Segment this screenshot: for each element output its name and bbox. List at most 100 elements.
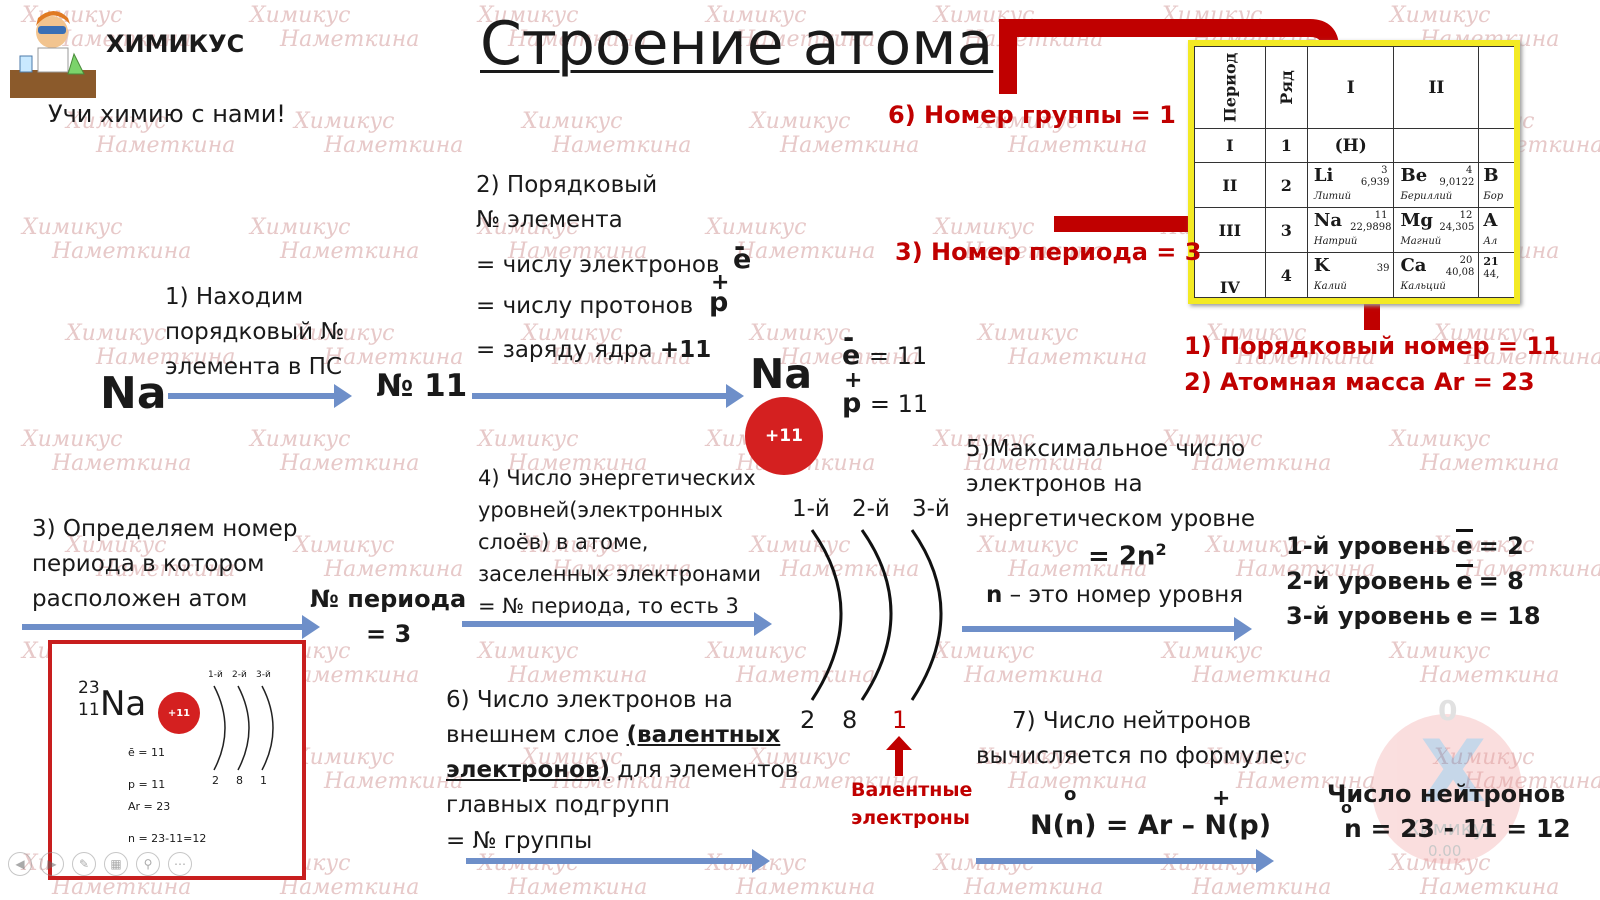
- step2-electrons: = числу электронов: [476, 252, 720, 278]
- watermark-line1: Химикус: [706, 852, 875, 876]
- watermark-line1: Химикус: [250, 215, 351, 240]
- pt-k-sym: K: [1313, 255, 1330, 276]
- neutron-formula: N(n) = Ar – N(p): [1030, 810, 1272, 841]
- watermark-line2: Наметкина: [1008, 557, 1148, 582]
- pt-note-mass: 2) Атомная масса Ar = 23: [1184, 368, 1535, 396]
- summary-level-3: 3-й: [256, 670, 271, 680]
- step2-charge: = заряду ядра +11: [476, 333, 711, 368]
- watermark-line1: Химикус: [1390, 427, 1491, 452]
- pt-head-row: Ряд: [1264, 46, 1308, 129]
- play-icon[interactable]: ▶: [40, 852, 64, 876]
- valence-arrow-icon: [886, 736, 912, 776]
- step5-line3: энергетическом уровне: [966, 506, 1256, 532]
- watermark-line1: Химикус: [294, 745, 395, 770]
- brand-logo: [8, 4, 98, 100]
- watermark-line1: Химикус: [478, 639, 579, 664]
- electron-symbol: e-: [733, 232, 752, 275]
- pt-sc-num: 21: [1483, 255, 1499, 268]
- summary-card: 23 11 Na +11 1-й 2-й 3-й 2 8 1 ē = 11 p …: [48, 640, 306, 880]
- watermark-line1: Химикус: [478, 427, 579, 452]
- pt-ca-num: 20: [1459, 255, 1473, 266]
- step1-line1: 1) Находим: [165, 284, 304, 310]
- summary-e: ē = 11: [128, 746, 165, 759]
- pen-icon[interactable]: ✎: [72, 852, 96, 876]
- step6-line3a: электронов): [446, 757, 611, 783]
- pt-na-num: 11: [1374, 210, 1388, 221]
- element-symbol: Na: [100, 368, 167, 419]
- level-count-1: 2: [800, 706, 816, 734]
- slides-icon[interactable]: ▦: [104, 852, 128, 876]
- watermark-line1: Химикус: [750, 321, 851, 346]
- more-icon[interactable]: ⋯: [168, 852, 192, 876]
- neutron-title: Число нейтронов: [1327, 780, 1566, 808]
- watermark-line2: Наметкина: [1420, 875, 1560, 900]
- watermark-line1: Химикус: [522, 533, 623, 558]
- pt-period-3: III: [1194, 207, 1266, 253]
- watermark-line2: Наметкина: [52, 239, 192, 264]
- pt-ca-name: Кальций: [1400, 281, 1446, 292]
- pt-head-period-text: Период: [1220, 52, 1240, 123]
- pt-be-name: Бериллий: [1400, 191, 1453, 202]
- period-result-label: № периода: [310, 585, 467, 613]
- arrow-head-6: [752, 849, 770, 873]
- watermark-line1: Химикус: [978, 533, 1079, 558]
- watermark-line2: Наметкина: [52, 27, 192, 52]
- watermark-line1: Химикус: [934, 852, 1103, 876]
- prev-icon[interactable]: ◀: [8, 852, 32, 876]
- watermark-line1: Химикус: [250, 3, 351, 28]
- step5-formula-exp: 2: [1155, 540, 1167, 559]
- level-max-label: 2-й уровень: [1286, 567, 1451, 595]
- pt-li-mass: 6,939: [1360, 177, 1390, 188]
- watermark-line1: Химикус: [250, 427, 351, 452]
- pt-be-num: 4: [1465, 165, 1473, 176]
- watermark-line1: Химикус: [66, 533, 167, 558]
- pt-row-3-num: 3: [1264, 207, 1308, 253]
- watermark-line2: Наметкина: [1236, 557, 1376, 582]
- step6-line2a: внешнем слое: [446, 722, 627, 748]
- atom-symbol: Na: [750, 350, 812, 398]
- watermark-line1: Химикус: [1434, 533, 1535, 558]
- watermark-line2: Наметкина: [552, 345, 692, 370]
- arrow-head-5: [1234, 617, 1252, 641]
- zoom-icon[interactable]: ⚲: [136, 852, 160, 876]
- summary-ar: Ar = 23: [128, 800, 171, 813]
- corner-logo: 0 Х Химикус 0.00: [1372, 694, 1522, 864]
- neutron-calc: n = 23 - 11 = 12: [1344, 814, 1571, 843]
- watermark-line1: Химикус: [1390, 639, 1491, 664]
- pt-be-sym: Be: [1400, 165, 1428, 186]
- arrow-step7: [976, 858, 1260, 864]
- summary-count-3: 1: [260, 774, 267, 787]
- pt-ca-sym: Ca: [1400, 255, 1427, 276]
- watermark-line1: Химикус: [1206, 321, 1307, 346]
- watermark-line2: Наметкина: [1008, 769, 1148, 794]
- watermark-line1: Химикус: [1162, 639, 1263, 664]
- pt-na-mass: 22,9898: [1350, 222, 1392, 233]
- level-label-2: 2-й: [852, 496, 890, 522]
- summary-level-1: 1-й: [208, 670, 223, 680]
- watermark-line1: Химикус: [66, 109, 167, 134]
- watermark-line1: Химикус: [1434, 746, 1600, 770]
- corner-logo-letter: Х: [1420, 722, 1487, 822]
- watermark-line2: Наметкина: [280, 451, 420, 476]
- pt-k-name: Калий: [1313, 281, 1347, 292]
- watermark-line2: Наметкина: [1008, 345, 1148, 370]
